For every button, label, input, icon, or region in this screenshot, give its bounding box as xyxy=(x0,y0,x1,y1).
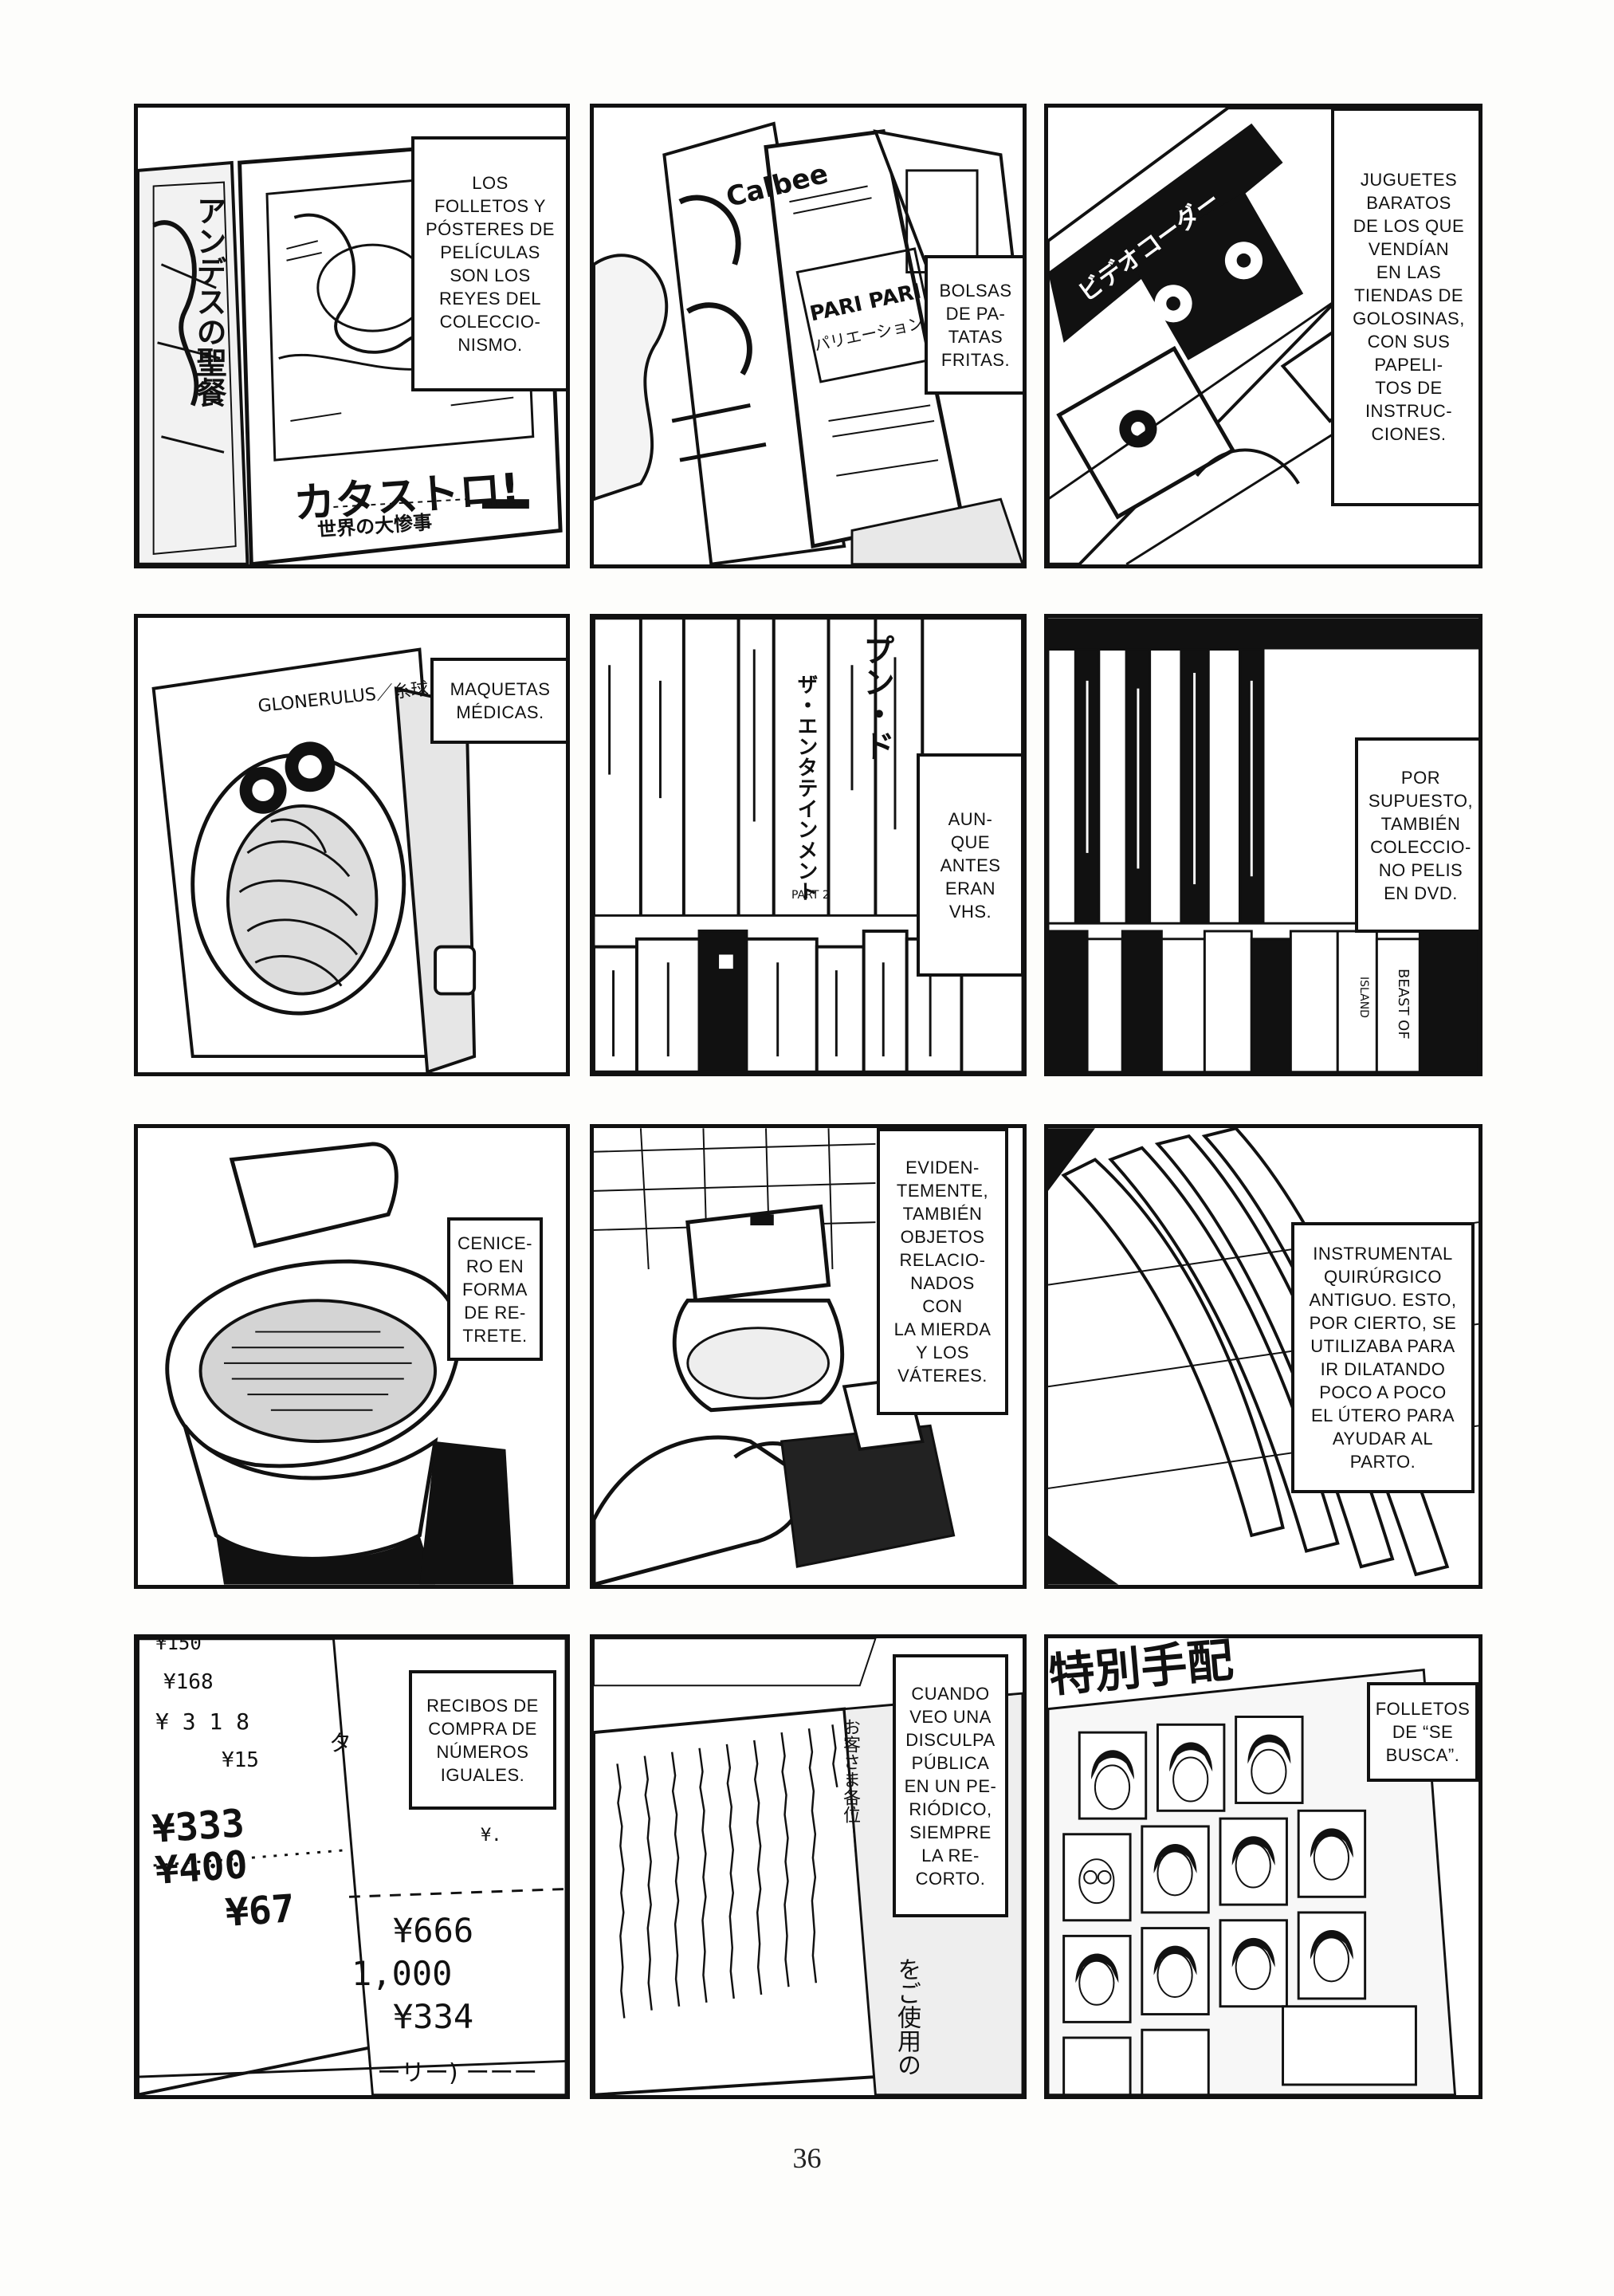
receipt-line-2: ¥168 xyxy=(163,1670,214,1694)
dvd-illustration xyxy=(1048,618,1479,1072)
dvd-spine-beast: BEAST OF xyxy=(1395,969,1412,1040)
chips-bags-illustration xyxy=(594,121,1023,564)
dvd-spine-island: ISLAND xyxy=(1357,977,1370,1018)
panel-ashtray: CENICE- RO EN FORMA DE RE- TRETE. xyxy=(134,1124,570,1589)
caption-flyers: LOS FOLLETOS Y PÓSTERES DE PELÍCULAS SON… xyxy=(411,136,566,391)
vhs-part-label: PART 2 xyxy=(791,889,830,902)
flyer-vertical-title: アンデスの聖餐 xyxy=(191,195,226,407)
caption-medical-models: MAQUETAS MÉDICAS. xyxy=(430,658,566,744)
panel-wanted: 特別手配 FOLLETOS DE “SE BUSCA”. xyxy=(1044,1634,1482,2099)
caption-wanted: FOLLETOS DE “SE BUSCA”. xyxy=(1367,1682,1479,1782)
panel-medical-models: GLONERULUS／糸球 MAQUETAS MÉDICAS. xyxy=(134,614,570,1076)
panel-toilet-objects: EVIDEN- TEMENTE, TAMBIÉN OBJETOS RELACIO… xyxy=(590,1124,1027,1589)
receipt-footer: ーリー) ーーー xyxy=(377,2059,538,2087)
receipt-line-1: ¥150 xyxy=(155,1634,202,1654)
receipt-ta: タ xyxy=(329,1730,352,1756)
receipt-right-3: ¥334 xyxy=(393,1997,474,2036)
vhs-spine-title-1: ザ・エンタテインメント xyxy=(794,674,818,902)
vhs-illustration xyxy=(594,618,1023,1072)
receipt-yen-mark: ¥. xyxy=(481,1826,502,1846)
vhs-spine-title-2: プン・ド xyxy=(858,634,894,761)
caption-dvd: POR SUPUESTO, TAMBIÉN COLECCIO- NO PELIS… xyxy=(1355,737,1479,933)
receipt-right-1: ¥666 xyxy=(393,1911,474,1950)
caption-toilet-objects: EVIDEN- TEMENTE, TAMBIÉN OBJETOS RELACIO… xyxy=(877,1128,1008,1415)
caption-vhs: AUN- QUE ANTES ERAN VHS. xyxy=(917,753,1023,977)
panel-vhs: ザ・エンタテインメント プン・ド PART 2 AUN- QUE ANTES E… xyxy=(590,614,1027,1076)
caption-surgical: INSTRUMENTAL QUIRÚRGICO ANTIGUO. ESTO, P… xyxy=(1291,1222,1475,1493)
caption-chips-bags: BOLSAS DE PA- TATAS FRITAS. xyxy=(925,255,1023,395)
receipt-bold-3: ¥67 xyxy=(224,1886,296,1936)
caption-ashtray: CENICE- RO EN FORMA DE RE- TRETE. xyxy=(447,1217,543,1361)
panel-chips-bags: Calbee PARI PARI パリエーション BOLSAS DE PA- T… xyxy=(590,104,1027,568)
panel-dvd: BEAST OF ISLAND POR SUPUESTO, TAMBIÉN CO… xyxy=(1044,614,1482,1076)
receipt-line-4: ¥15 xyxy=(222,1748,259,1772)
receipt-bold-2: ¥400 xyxy=(154,1842,249,1893)
page-number: 36 xyxy=(792,2142,822,2174)
panel-receipts: ¥150 ¥168 ¥ 3 1 8 ¥15 ¥333 ¥400 ¥67 タ ¥.… xyxy=(134,1634,570,2099)
medical-models-illustration xyxy=(151,647,477,1072)
apology-header: お客さま各位 xyxy=(840,1718,860,1823)
receipt-right-2: 1,000 xyxy=(351,1954,453,1993)
panel-apology: お客さま各位 をご使用の CUANDO VEO UNA DISCULPA PÚB… xyxy=(590,1634,1027,2099)
caption-toys: JUGUETES BARATOS DE LOS QUE VENDÍAN EN L… xyxy=(1331,108,1479,506)
panel-toys: ビデオコーダー JUGUETES BARATOS DE LOS QUE VEND… xyxy=(1044,104,1482,568)
panel-flyers: アンデスの聖餐 カタストロ! 世界の大惨事 LOS FOLLETOS Y PÓS… xyxy=(134,104,570,568)
wanted-illustration xyxy=(1048,1638,1479,2095)
ashtray-illustration xyxy=(165,1142,514,1585)
panel-surgical: INSTRUMENTAL QUIRÚRGICO ANTIGUO. ESTO, P… xyxy=(1044,1124,1482,1589)
toilet-objects-illustration xyxy=(594,1128,956,1585)
caption-receipts: RECIBOS DE COMPRA DE NÚMEROS IGUALES. xyxy=(409,1670,556,1810)
caption-apology: CUANDO VEO UNA DISCULPA PÚBLICA EN UN PE… xyxy=(893,1654,1008,1917)
receipt-line-3: ¥ 3 1 8 xyxy=(155,1708,250,1735)
apology-vertical-note: をご使用の xyxy=(893,1957,921,2077)
